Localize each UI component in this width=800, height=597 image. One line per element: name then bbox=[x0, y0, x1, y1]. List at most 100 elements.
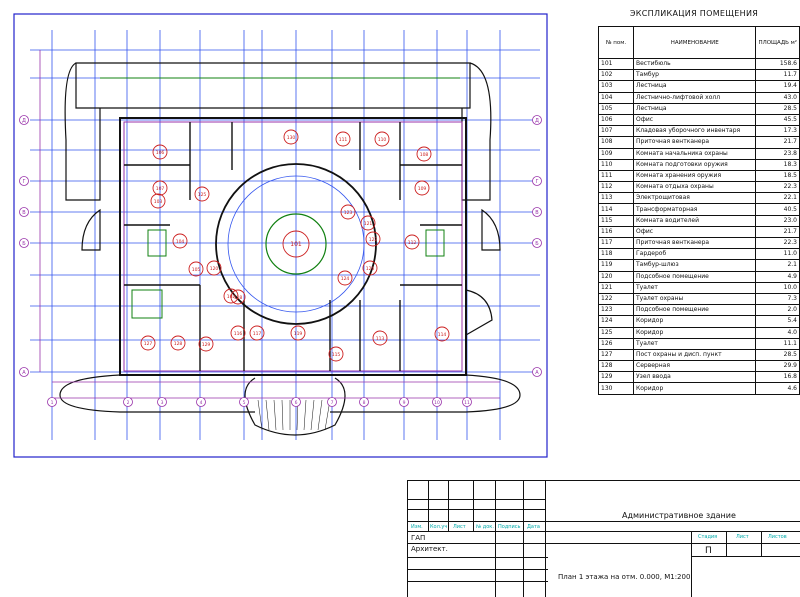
col-name-header: НАИМЕНОВАНИЕ bbox=[632, 26, 757, 59]
room-tag-number: 116 bbox=[234, 331, 243, 337]
room-tag-number: 110 bbox=[378, 137, 387, 143]
room-tag-circle bbox=[230, 289, 246, 305]
explication-header-row: № пом. НАИМЕНОВАНИЕ ПЛОЩАДЬ м² bbox=[598, 26, 800, 59]
explication-cell-num: 130 bbox=[598, 382, 634, 395]
rotunda-outer bbox=[215, 163, 377, 325]
explication-cell-area: 18.5 bbox=[755, 169, 800, 183]
stamp-col-izm: Изм. bbox=[411, 524, 423, 530]
explication-cell-name: Офис bbox=[632, 113, 757, 127]
explication-cell-name: Коридор bbox=[632, 382, 757, 395]
room-tag-122: 122 bbox=[365, 231, 381, 247]
room-tag-number: 122 bbox=[369, 237, 378, 243]
explication-cell-num: 104 bbox=[598, 91, 634, 104]
stair-block bbox=[147, 229, 167, 257]
explication-cell-num: 106 bbox=[598, 113, 634, 127]
axis-label: 9 bbox=[403, 400, 406, 406]
explication-cell-area: 17.3 bbox=[755, 125, 800, 138]
room-tag-circle bbox=[282, 230, 310, 258]
explication-cell-num: 113 bbox=[598, 192, 634, 205]
rotunda-inner bbox=[227, 175, 365, 313]
explication-cell-area: 28.5 bbox=[755, 102, 800, 115]
explication-cell-area: 2.0 bbox=[755, 304, 800, 317]
explication-cell-name: Подсобное помещение bbox=[632, 304, 757, 317]
drawing-frame bbox=[13, 13, 548, 458]
axis-col-marker-11: 11 bbox=[462, 397, 472, 407]
room-tag-number: 115 bbox=[332, 352, 341, 358]
explication-cell-name: Приточная вентканера bbox=[632, 236, 757, 250]
podium-right bbox=[330, 374, 521, 413]
stair-tread bbox=[265, 399, 270, 431]
axis-bubble bbox=[399, 397, 409, 407]
room-tag-number: 113 bbox=[376, 336, 385, 342]
axis-row-marker-В: В bbox=[19, 207, 29, 217]
room-tag-circle bbox=[372, 330, 388, 346]
room-tag-circle bbox=[170, 335, 186, 351]
axis-col-marker-2: 2 bbox=[123, 397, 133, 407]
explication-cell-num: 102 bbox=[598, 69, 634, 82]
room-tag-circle bbox=[283, 129, 299, 145]
room-tag-111: 111 bbox=[335, 131, 351, 147]
explication-cell-area: 4.9 bbox=[755, 270, 800, 283]
stamp-col-doc: № док. bbox=[476, 524, 494, 530]
stamp-stage-header: Стадия bbox=[698, 534, 718, 540]
stair-block bbox=[425, 229, 445, 257]
stair-tread bbox=[281, 399, 284, 431]
axis-col-marker-4: 4 bbox=[196, 397, 206, 407]
inner-wall bbox=[123, 121, 463, 372]
stamp-project-title: Административное здание bbox=[622, 511, 736, 520]
stair-tread bbox=[257, 399, 263, 431]
room-tag-120: 120 bbox=[206, 260, 222, 276]
stair-tread bbox=[273, 399, 277, 431]
explication-cell-num: 107 bbox=[598, 125, 634, 138]
room-tag-116: 116 bbox=[230, 325, 246, 341]
explication-cell-area: 21.7 bbox=[755, 225, 800, 239]
explication-cell-num: 111 bbox=[598, 169, 634, 183]
room-tag-126: 126 bbox=[362, 260, 378, 276]
room-tag-115: 115 bbox=[328, 346, 344, 362]
axis-label: 6 bbox=[295, 400, 298, 406]
room-tag-number: 106 bbox=[156, 150, 165, 156]
stair-tread bbox=[310, 399, 315, 431]
explication-cell-num: 120 bbox=[598, 270, 634, 283]
axis-label: А bbox=[535, 370, 539, 376]
axis-bubble bbox=[19, 207, 29, 217]
room-tag-number: 121 bbox=[364, 221, 373, 227]
explication-panel: ЭКСПЛИКАЦИЯ ПОМЕЩЕНИЯ № пом. НАИМЕНОВАНИ… bbox=[588, 0, 800, 470]
room-tag-112: 112 bbox=[404, 234, 420, 250]
explication-cell-name: Коридор bbox=[632, 315, 757, 328]
room-tag-number: 127 bbox=[144, 341, 153, 347]
room-tag-104: 104 bbox=[172, 233, 188, 249]
room-tag-128: 128 bbox=[170, 335, 186, 351]
room-tag-circle bbox=[414, 180, 430, 196]
room-tag-109: 109 bbox=[414, 180, 430, 196]
axis-label: Б bbox=[22, 241, 26, 247]
axis-label: А bbox=[22, 370, 26, 376]
room-tag-124: 124 bbox=[337, 270, 353, 286]
explication-cell-area: 10.0 bbox=[755, 281, 800, 294]
room-tag-number: 126 bbox=[366, 266, 375, 272]
explication-cell-area: 22.3 bbox=[755, 236, 800, 250]
explication-cell-num: 127 bbox=[598, 348, 634, 362]
stamp-role-gap: ГАП bbox=[411, 534, 426, 542]
axis-label: Г bbox=[535, 179, 538, 185]
explication-cell-area: 23.8 bbox=[755, 147, 800, 160]
explication-cell-name: Пост охраны и дисп. пункт bbox=[632, 348, 757, 362]
axis-label: Б bbox=[535, 241, 539, 247]
explication-cell-num: 128 bbox=[598, 360, 634, 373]
axis-bubble bbox=[19, 367, 29, 377]
axis-label: 4 bbox=[200, 400, 203, 406]
axis-bubble bbox=[532, 115, 542, 125]
room-tag-circle bbox=[362, 260, 378, 276]
explication-cell-name: Комната подготовки оружия bbox=[632, 158, 757, 171]
